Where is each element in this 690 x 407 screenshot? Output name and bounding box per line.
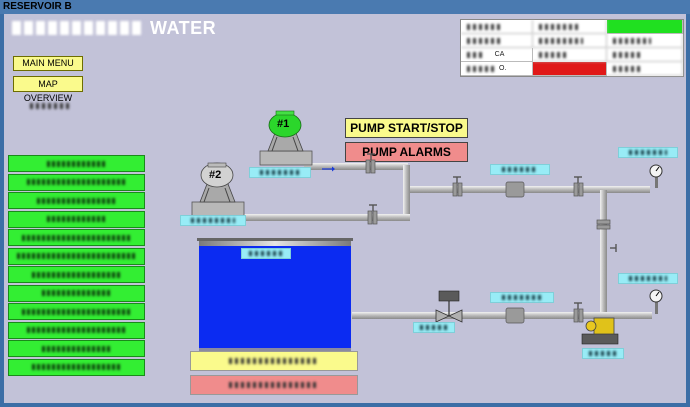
- valve-tag: [413, 322, 455, 333]
- pressure-1-tag: [618, 147, 678, 158]
- status-cell: [533, 34, 607, 48]
- status-cell: [533, 48, 607, 62]
- status-row: [8, 321, 145, 339]
- pressure-2-tag: [618, 273, 678, 284]
- status-row: [8, 358, 145, 376]
- status-cell: [533, 20, 607, 34]
- status-row: [8, 284, 145, 302]
- redacted-timestamp: [30, 96, 70, 109]
- pump-2-graphic: [191, 162, 245, 217]
- status-partial-text: O.: [498, 65, 507, 72]
- status-cell-alarm: [533, 62, 607, 76]
- status-row: [8, 210, 145, 228]
- status-row: [8, 192, 145, 209]
- process-diagram: [191, 110, 663, 352]
- tank-level-tag: [241, 248, 291, 259]
- left-status-panel: [8, 155, 145, 389]
- flow-meter-1-tag: [490, 164, 550, 175]
- flow-direction-arrow: [322, 166, 335, 172]
- status-row: [8, 340, 145, 357]
- map-overview-button[interactable]: MAP OVERVIEW: [13, 76, 83, 103]
- reservoir-tank: [197, 238, 353, 352]
- status-row: [8, 229, 145, 246]
- page-title-word: WATER: [150, 18, 217, 38]
- tank-alarm-button[interactable]: [190, 375, 358, 395]
- status-cell: CA: [461, 48, 533, 62]
- pump-start-stop-button[interactable]: PUMP START/STOP: [345, 118, 468, 138]
- main-menu-button[interactable]: MAIN MENU: [13, 56, 83, 71]
- flow-meter-2-tag: [490, 292, 554, 303]
- pressure-gauges: [649, 164, 663, 303]
- flange-fittings: [365, 159, 611, 324]
- hmi-screen: WATER MAIN MENU MAP OVERVIEW CA O. PUMP …: [4, 14, 686, 403]
- status-cell: [607, 48, 683, 62]
- pipe-network: [236, 163, 658, 319]
- status-cell: O.: [461, 62, 533, 76]
- status-table: CA O.: [460, 19, 684, 77]
- status-partial-text: CA: [494, 51, 505, 58]
- status-row: [8, 266, 145, 283]
- status-row: [8, 155, 145, 172]
- page-title: WATER: [12, 18, 216, 39]
- valve-stems: [367, 153, 617, 309]
- status-cell: [461, 20, 533, 34]
- status-row: [8, 303, 145, 320]
- status-row: [8, 173, 145, 191]
- window-title: RESERVOIR B: [0, 0, 690, 14]
- pump-alarms-button[interactable]: PUMP ALARMS: [345, 142, 468, 162]
- pump-1-graphic: [259, 110, 313, 166]
- chemical-pump-icon: [581, 317, 619, 345]
- pump-1-tag: [249, 167, 311, 178]
- pump-2-label[interactable]: #2: [209, 169, 222, 181]
- pump-1-label[interactable]: #1: [277, 118, 290, 130]
- status-cell: [607, 62, 683, 76]
- status-cell: [607, 34, 683, 48]
- status-cell-running: [607, 20, 683, 34]
- status-row: [8, 247, 145, 265]
- status-cell: [461, 34, 533, 48]
- control-valve: [435, 290, 463, 323]
- chemical-pump-tag: [582, 348, 624, 359]
- tank-info-button[interactable]: [190, 351, 358, 371]
- redacted-title-text: [12, 21, 144, 35]
- pump-2-tag: [180, 215, 246, 226]
